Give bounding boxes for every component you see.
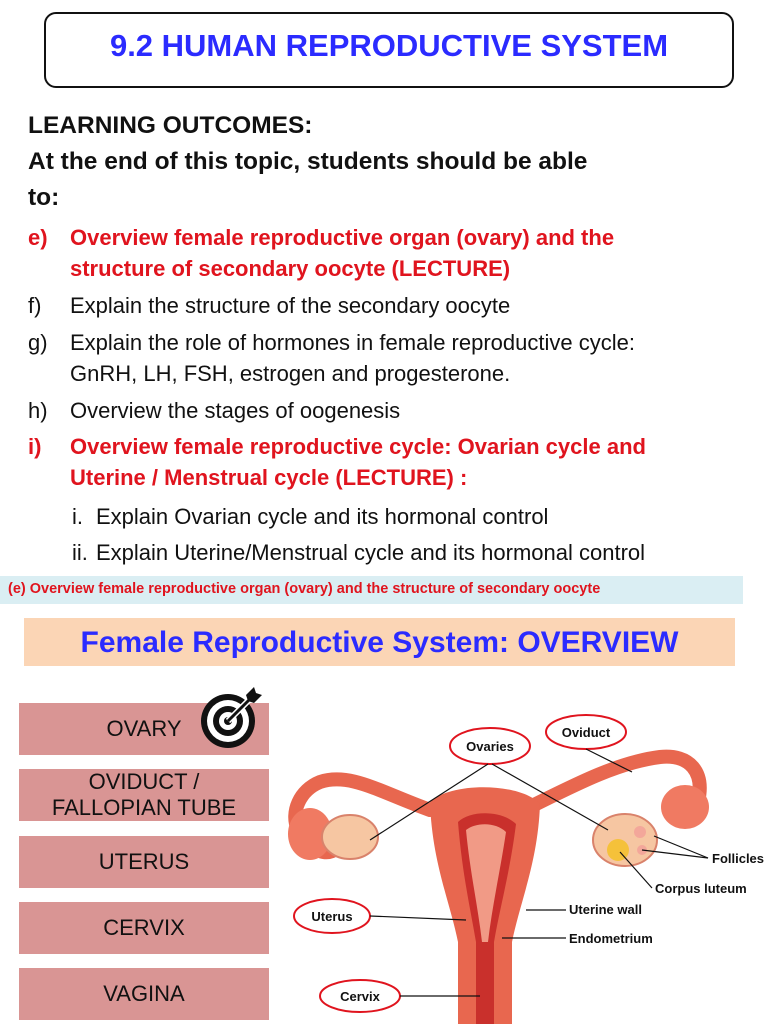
outcome-letter: f) bbox=[28, 293, 42, 318]
outcome-e: e) Overview female reproductive organ (o… bbox=[28, 222, 758, 284]
label-uterine-wall: Uterine wall bbox=[569, 902, 642, 917]
part-label: OVIDUCT / bbox=[88, 769, 200, 794]
title-box: 9.2 HUMAN REPRODUCTIVE SYSTEM bbox=[44, 12, 734, 88]
outcome-letter: g) bbox=[28, 330, 48, 355]
learning-outcomes-intro-2: to: bbox=[28, 184, 60, 211]
label-oviduct: Oviduct bbox=[562, 725, 611, 740]
section-strip: (e) Overview female reproductive organ (… bbox=[0, 576, 743, 604]
label-follicles: Follicles bbox=[712, 851, 764, 866]
subitem-number: i. bbox=[72, 504, 83, 529]
part-label: FALLOPIAN TUBE bbox=[51, 795, 237, 820]
part-vagina: VAGINA bbox=[19, 968, 269, 1020]
learning-outcomes-title: LEARNING OUTCOMES: bbox=[28, 112, 313, 139]
part-uterus: UTERUS bbox=[19, 836, 269, 888]
outcome-text-line: Overview female reproductive cycle: Ovar… bbox=[70, 434, 646, 459]
learning-outcomes-heading: LEARNING OUTCOMES: At the end of this to… bbox=[28, 108, 748, 216]
label-cervix: Cervix bbox=[340, 989, 381, 1004]
part-label: CERVIX bbox=[103, 915, 185, 940]
overview-banner: Female Reproductive System: OVERVIEW bbox=[24, 618, 735, 666]
subitem-text: Explain Ovarian cycle and its hormonal c… bbox=[96, 504, 549, 529]
subitem-number: ii. bbox=[72, 540, 88, 565]
learning-outcomes-intro-1: At the end of this topic, students shoul… bbox=[28, 148, 588, 175]
outcome-letter: e) bbox=[28, 225, 48, 250]
part-cervix: CERVIX bbox=[19, 902, 269, 954]
section-strip-text: (e) Overview female reproductive organ (… bbox=[8, 581, 601, 597]
part-label: UTERUS bbox=[98, 849, 190, 874]
outcome-text-line: Overview the stages of oogenesis bbox=[70, 398, 401, 423]
uterus-diagram: Ovaries Oviduct Uterus Cervix Follicles … bbox=[288, 714, 764, 1024]
page-title: 9.2 HUMAN REPRODUCTIVE SYSTEM bbox=[109, 28, 669, 63]
outcome-text-line: Uterine / Menstrual cycle (LECTURE) : bbox=[70, 465, 468, 490]
label-endometrium: Endometrium bbox=[569, 931, 653, 946]
outcome-text-line: GnRH, LH, FSH, estrogen and progesterone… bbox=[70, 361, 511, 386]
part-label: OVARY bbox=[106, 716, 182, 741]
outcome-text-line: Overview female reproductive organ (ovar… bbox=[70, 225, 615, 250]
outcome-letter: h) bbox=[28, 398, 48, 423]
outcome-text-line: structure of secondary oocyte (LECTURE) bbox=[70, 256, 511, 281]
label-uterus: Uterus bbox=[311, 909, 352, 924]
part-label: VAGINA bbox=[103, 981, 185, 1006]
outcome-letter: i) bbox=[28, 434, 42, 459]
subitem-text: Explain Uterine/Menstrual cycle and its … bbox=[96, 540, 646, 565]
outcome-text-line: Explain the structure of the secondary o… bbox=[70, 293, 511, 318]
label-ovaries: Ovaries bbox=[466, 739, 514, 754]
outcome-text-line: Explain the role of hormones in female r… bbox=[70, 330, 635, 355]
part-oviduct: OVIDUCT / FALLOPIAN TUBE bbox=[19, 769, 269, 821]
overview-banner-text: Female Reproductive System: OVERVIEW bbox=[80, 626, 679, 659]
label-corpus-luteum: Corpus luteum bbox=[655, 881, 747, 896]
target-icon bbox=[201, 687, 262, 748]
